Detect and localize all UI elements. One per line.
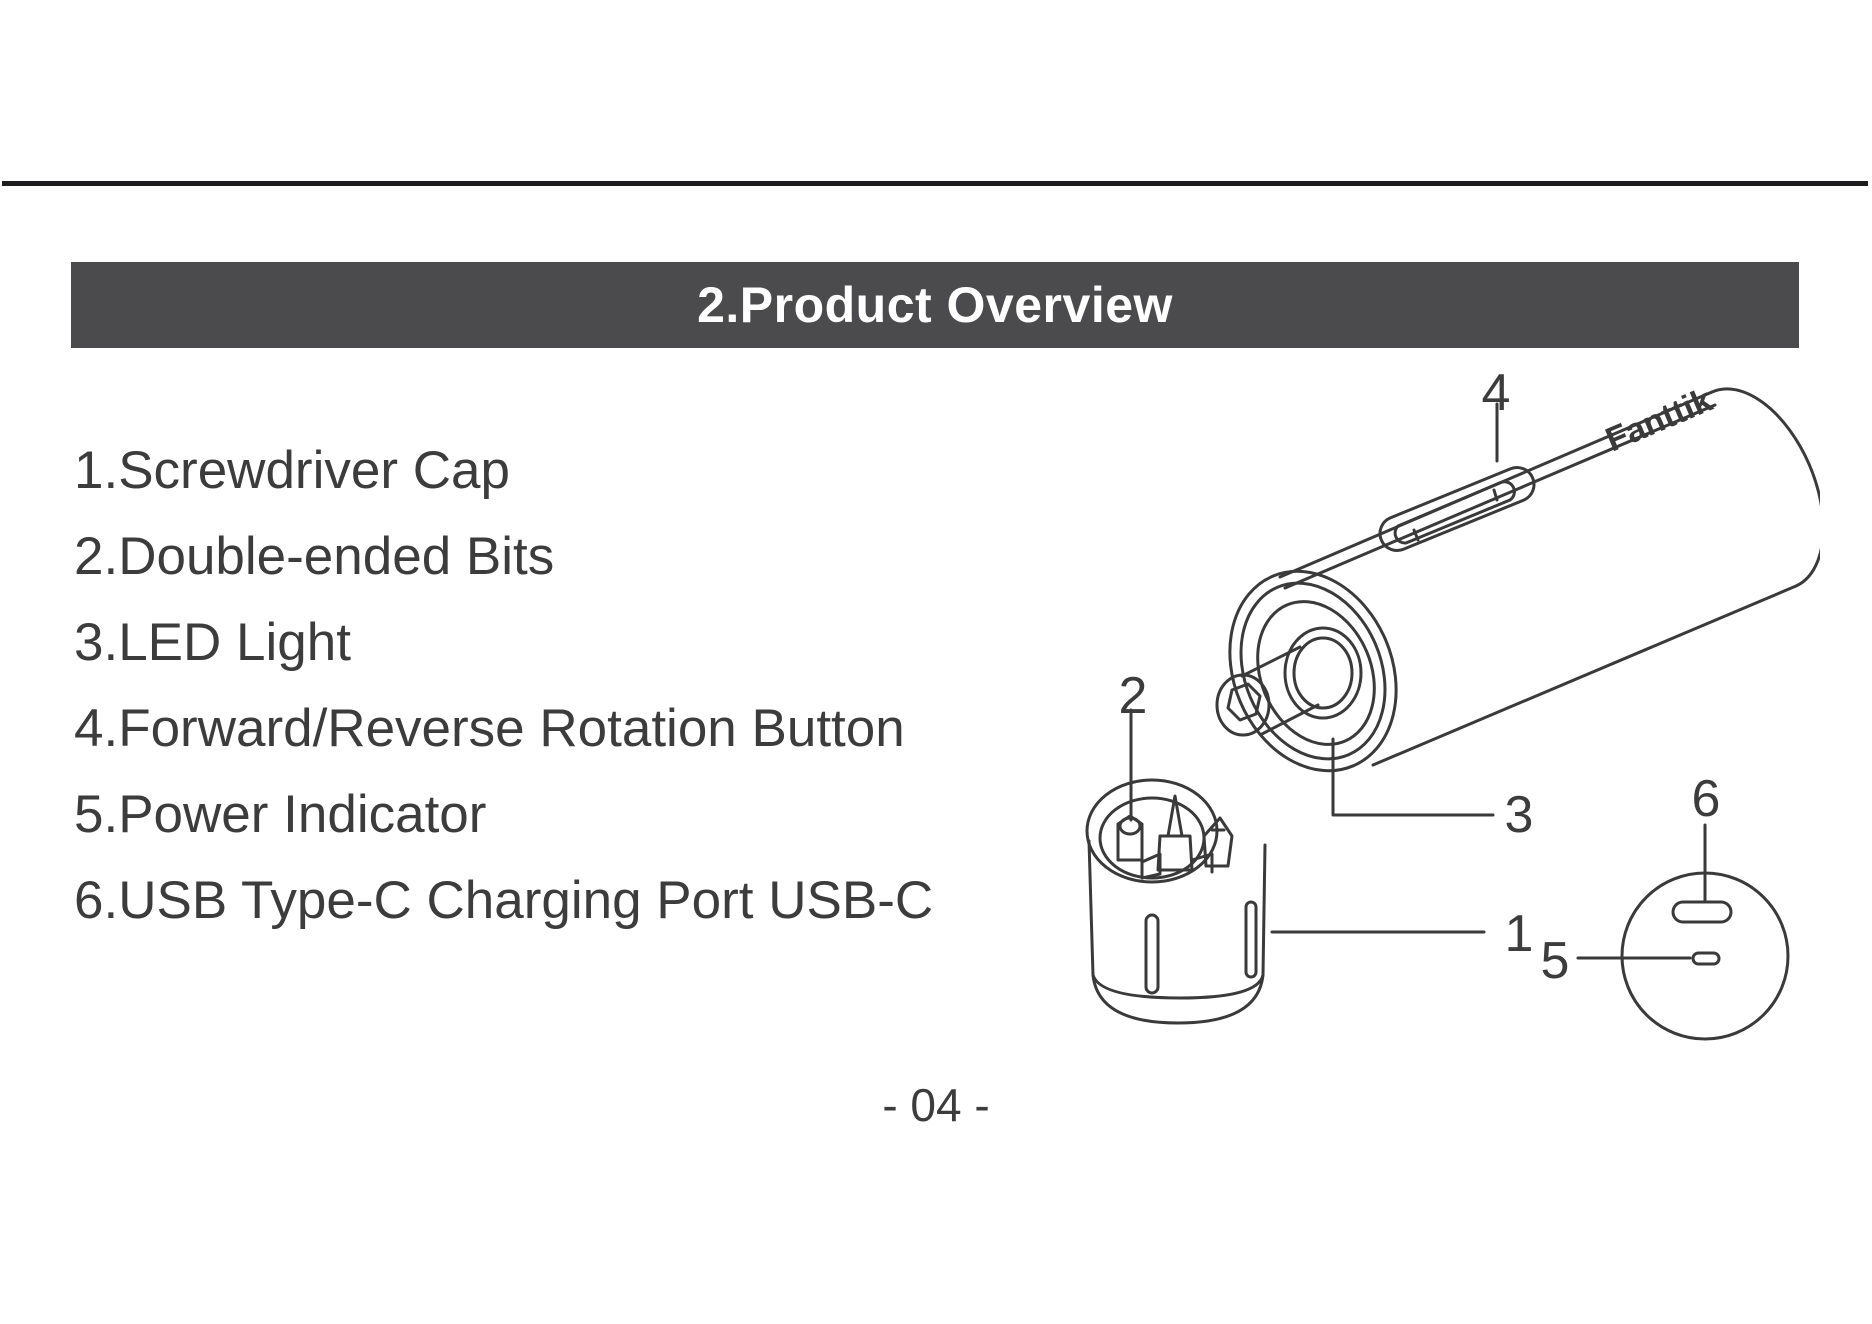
callout-number-6: 6 bbox=[1692, 770, 1721, 828]
callout-number-3: 3 bbox=[1505, 786, 1534, 844]
parts-list: 1.Screwdriver Cap 2.Double-ended Bits 3.… bbox=[74, 428, 933, 944]
part-item-usb-c-port: 6.USB Type-C Charging Port USB-C bbox=[74, 858, 933, 944]
part-item-led-light: 3.LED Light bbox=[74, 600, 933, 686]
part-item-rotation-button: 4.Forward/Reverse Rotation Button bbox=[74, 686, 933, 772]
part-item-screwdriver-cap: 1.Screwdriver Cap bbox=[74, 428, 933, 514]
screwdriver-body-illustration bbox=[1200, 389, 1820, 797]
top-divider-rule bbox=[2, 181, 1868, 186]
callout-number-2: 2 bbox=[1119, 667, 1148, 725]
callout-number-1: 1 bbox=[1505, 905, 1534, 963]
page-number: - 04 - bbox=[0, 1078, 1872, 1132]
part-item-double-ended-bits: 2.Double-ended Bits bbox=[74, 514, 933, 600]
part-item-power-indicator: 5.Power Indicator bbox=[74, 772, 933, 858]
callout-number-5: 5 bbox=[1541, 932, 1570, 990]
section-title: 2.Product Overview bbox=[697, 276, 1173, 334]
section-title-bar: 2.Product Overview bbox=[71, 262, 1799, 348]
power-indicator-shape bbox=[1693, 953, 1719, 964]
callout-number-4: 4 bbox=[1482, 364, 1511, 422]
usb-c-port-shape bbox=[1673, 902, 1731, 922]
brand-logo: Fanttik bbox=[1600, 381, 1718, 460]
screwdriver-cap-illustration bbox=[1087, 780, 1265, 1023]
product-diagram: Fanttik bbox=[1060, 355, 1820, 1055]
